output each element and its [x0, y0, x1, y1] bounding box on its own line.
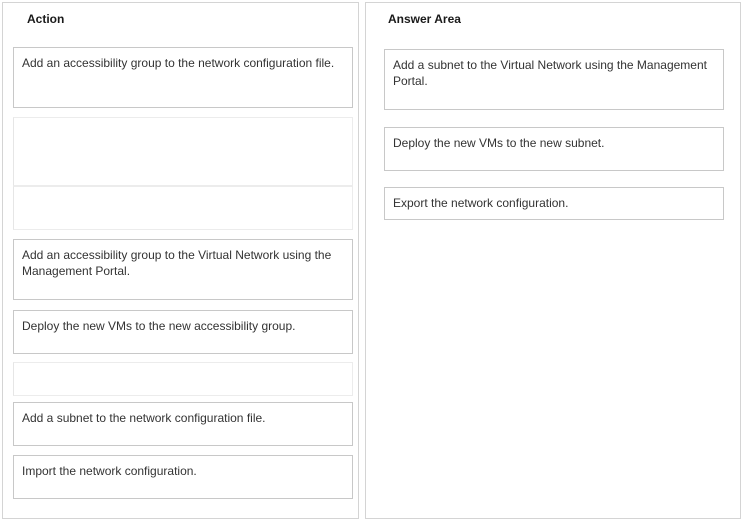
action-item-add-subnet-config[interactable]: Add a subnet to the network configuratio…	[13, 402, 353, 446]
answer-item-label: Add a subnet to the Virtual Network usin…	[393, 58, 707, 88]
action-item-label: Deploy the new VMs to the new accessibil…	[22, 319, 296, 333]
action-item-add-accessibility-group-config[interactable]: Add an accessibility group to the networ…	[13, 47, 353, 108]
action-item-label: Add a subnet to the network configuratio…	[22, 411, 266, 425]
action-item-label: Add an accessibility group to the networ…	[22, 56, 335, 70]
action-item-import-network-config[interactable]: Import the network configuration.	[13, 455, 353, 499]
action-item-add-accessibility-group-portal[interactable]: Add an accessibility group to the Virtua…	[13, 239, 353, 300]
answer-item-add-subnet-portal[interactable]: Add a subnet to the Virtual Network usin…	[384, 49, 724, 110]
action-slot-empty	[13, 117, 353, 186]
answer-panel-title: Answer Area	[388, 12, 461, 26]
action-panel-title: Action	[27, 12, 65, 26]
answer-item-export-network-config[interactable]: Export the network configuration.	[384, 187, 724, 220]
action-slot-empty	[13, 362, 353, 396]
answer-item-deploy-vms-subnet[interactable]: Deploy the new VMs to the new subnet.	[384, 127, 724, 171]
action-item-label: Import the network configuration.	[22, 464, 197, 478]
action-slot-empty	[13, 186, 353, 230]
action-item-deploy-vms-accessibility-group[interactable]: Deploy the new VMs to the new accessibil…	[13, 310, 353, 354]
answer-panel: Answer Area Add a subnet to the Virtual …	[365, 2, 741, 519]
action-panel: Action Add an accessibility group to the…	[2, 2, 359, 519]
answer-item-label: Deploy the new VMs to the new subnet.	[393, 136, 605, 150]
answer-item-label: Export the network configuration.	[393, 196, 569, 210]
action-item-label: Add an accessibility group to the Virtua…	[22, 248, 332, 278]
